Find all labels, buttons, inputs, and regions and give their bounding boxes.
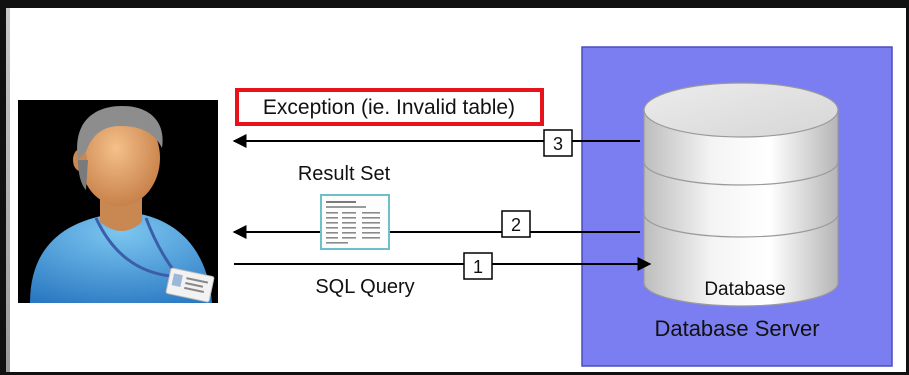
database-label: Database — [704, 279, 785, 300]
result-set-icon — [320, 194, 390, 250]
step-1-box — [463, 252, 493, 280]
result-set-label: Result Set — [298, 163, 391, 185]
sql-query-label: SQL Query — [315, 276, 414, 298]
step-1-label: 1 — [473, 257, 483, 277]
exception-box — [235, 88, 544, 126]
database-server-label: Database Server — [654, 316, 819, 341]
frame-edge — [6, 8, 10, 372]
database-cylinder-icon — [643, 82, 839, 307]
step-3-label: 3 — [553, 134, 563, 154]
step-3-box — [543, 129, 573, 157]
user-avatar-icon — [18, 100, 218, 303]
step-2-box — [501, 210, 531, 238]
step-2-label: 2 — [511, 215, 521, 235]
exception-label: Exception (ie. Invalid table) — [263, 96, 515, 119]
